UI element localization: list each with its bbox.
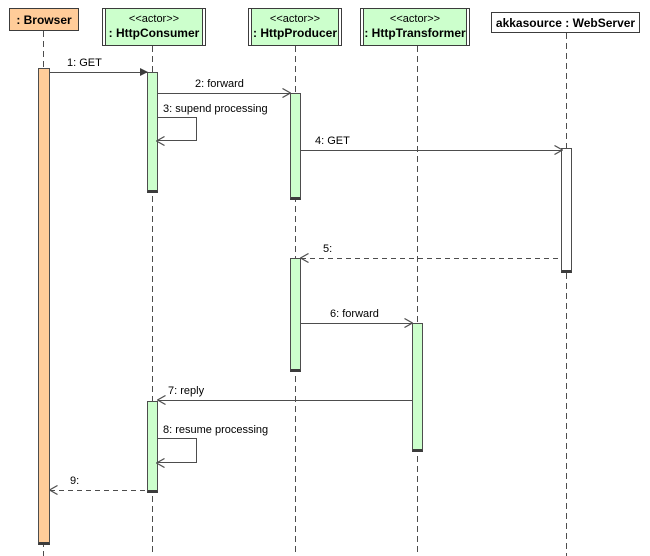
message-7-label: 7: reply (168, 385, 205, 397)
activation-bar-httpconsumer-2 (147, 401, 158, 493)
actor-box-inner: <<actor>> : HttpProducer (251, 9, 339, 45)
sync-arrowhead-icon (140, 68, 148, 76)
participant-box-httpconsumer: <<actor>> : HttpConsumer (102, 8, 206, 46)
participant-name-httpproducer: : HttpProducer (253, 26, 337, 40)
activation-bar-httpproducer-2 (290, 258, 301, 372)
message-6-forward: 6: forward (301, 308, 413, 328)
participant-name-httptransformer: : HttpTransformer (364, 26, 466, 40)
message-6-label: 6: forward (330, 308, 379, 320)
participant-box-httpproducer: <<actor>> : HttpProducer (248, 8, 342, 46)
open-arrowhead-right-icon (554, 145, 563, 155)
message-5-return: 5: (300, 243, 562, 263)
stereotype-label-httpproducer: <<actor>> (269, 13, 321, 25)
message-line (158, 93, 290, 94)
open-arrowhead-left-icon (156, 136, 165, 146)
participant-name-browser: : Browser (16, 12, 72, 27)
activation-bar-httptransformer (412, 323, 423, 452)
open-arrowhead-right-icon (404, 318, 413, 328)
message-1-label: 1: GET (67, 57, 102, 69)
message-2-label: 2: forward (195, 78, 244, 90)
open-arrowhead-left-icon (157, 395, 166, 405)
message-8-label: 8: resume processing (163, 424, 269, 436)
actor-box-inner: <<actor>> : HttpTransformer (363, 9, 467, 45)
message-9-label: 9: (70, 475, 80, 487)
open-arrowhead-left-icon (49, 485, 58, 495)
message-line (50, 72, 147, 73)
lifeline-httptransformer (417, 46, 418, 556)
activation-bar-httpconsumer-1 (147, 72, 158, 193)
participant-box-browser: : Browser (9, 8, 79, 31)
open-arrowhead-left-icon (300, 253, 309, 263)
lifeline-httpconsumer (152, 46, 153, 556)
message-4-get: 4: GET (301, 135, 563, 155)
stereotype-label-httptransformer: <<actor>> (389, 13, 441, 25)
open-arrowhead-right-icon (282, 88, 291, 98)
message-3-self-loop: 3: supend processing (156, 103, 268, 146)
message-line (301, 258, 562, 259)
stereotype-label-httpconsumer: <<actor>> (128, 13, 180, 25)
message-7-reply: 7: reply (157, 385, 412, 405)
open-arrowhead-left-icon (156, 458, 165, 468)
participant-box-webserver: akkasource : WebServer (491, 12, 640, 33)
activation-bar-browser (38, 68, 50, 545)
message-3-label: 3: supend processing (163, 103, 268, 115)
message-line (50, 490, 147, 491)
lifeline-webserver (566, 33, 567, 556)
message-1-get: 1: GET (50, 57, 148, 76)
participant-name-httpconsumer: : HttpConsumer (108, 26, 200, 40)
actor-box-inner: <<actor>> : HttpConsumer (105, 9, 203, 45)
activation-bar-webserver (561, 148, 572, 273)
message-5-label: 5: (323, 243, 333, 255)
message-line (301, 323, 412, 324)
message-8-self-loop: 8: resume processing (156, 424, 268, 468)
message-line (158, 400, 412, 401)
message-line (301, 150, 562, 151)
activation-bar-httpproducer-1 (290, 93, 301, 200)
message-2-forward: 2: forward (158, 78, 291, 98)
message-4-label: 4: GET (315, 135, 350, 147)
message-9-return: 9: (49, 475, 147, 495)
participant-box-httptransformer: <<actor>> : HttpTransformer (360, 8, 470, 46)
participant-name-webserver: akkasource : WebServer (495, 15, 636, 30)
